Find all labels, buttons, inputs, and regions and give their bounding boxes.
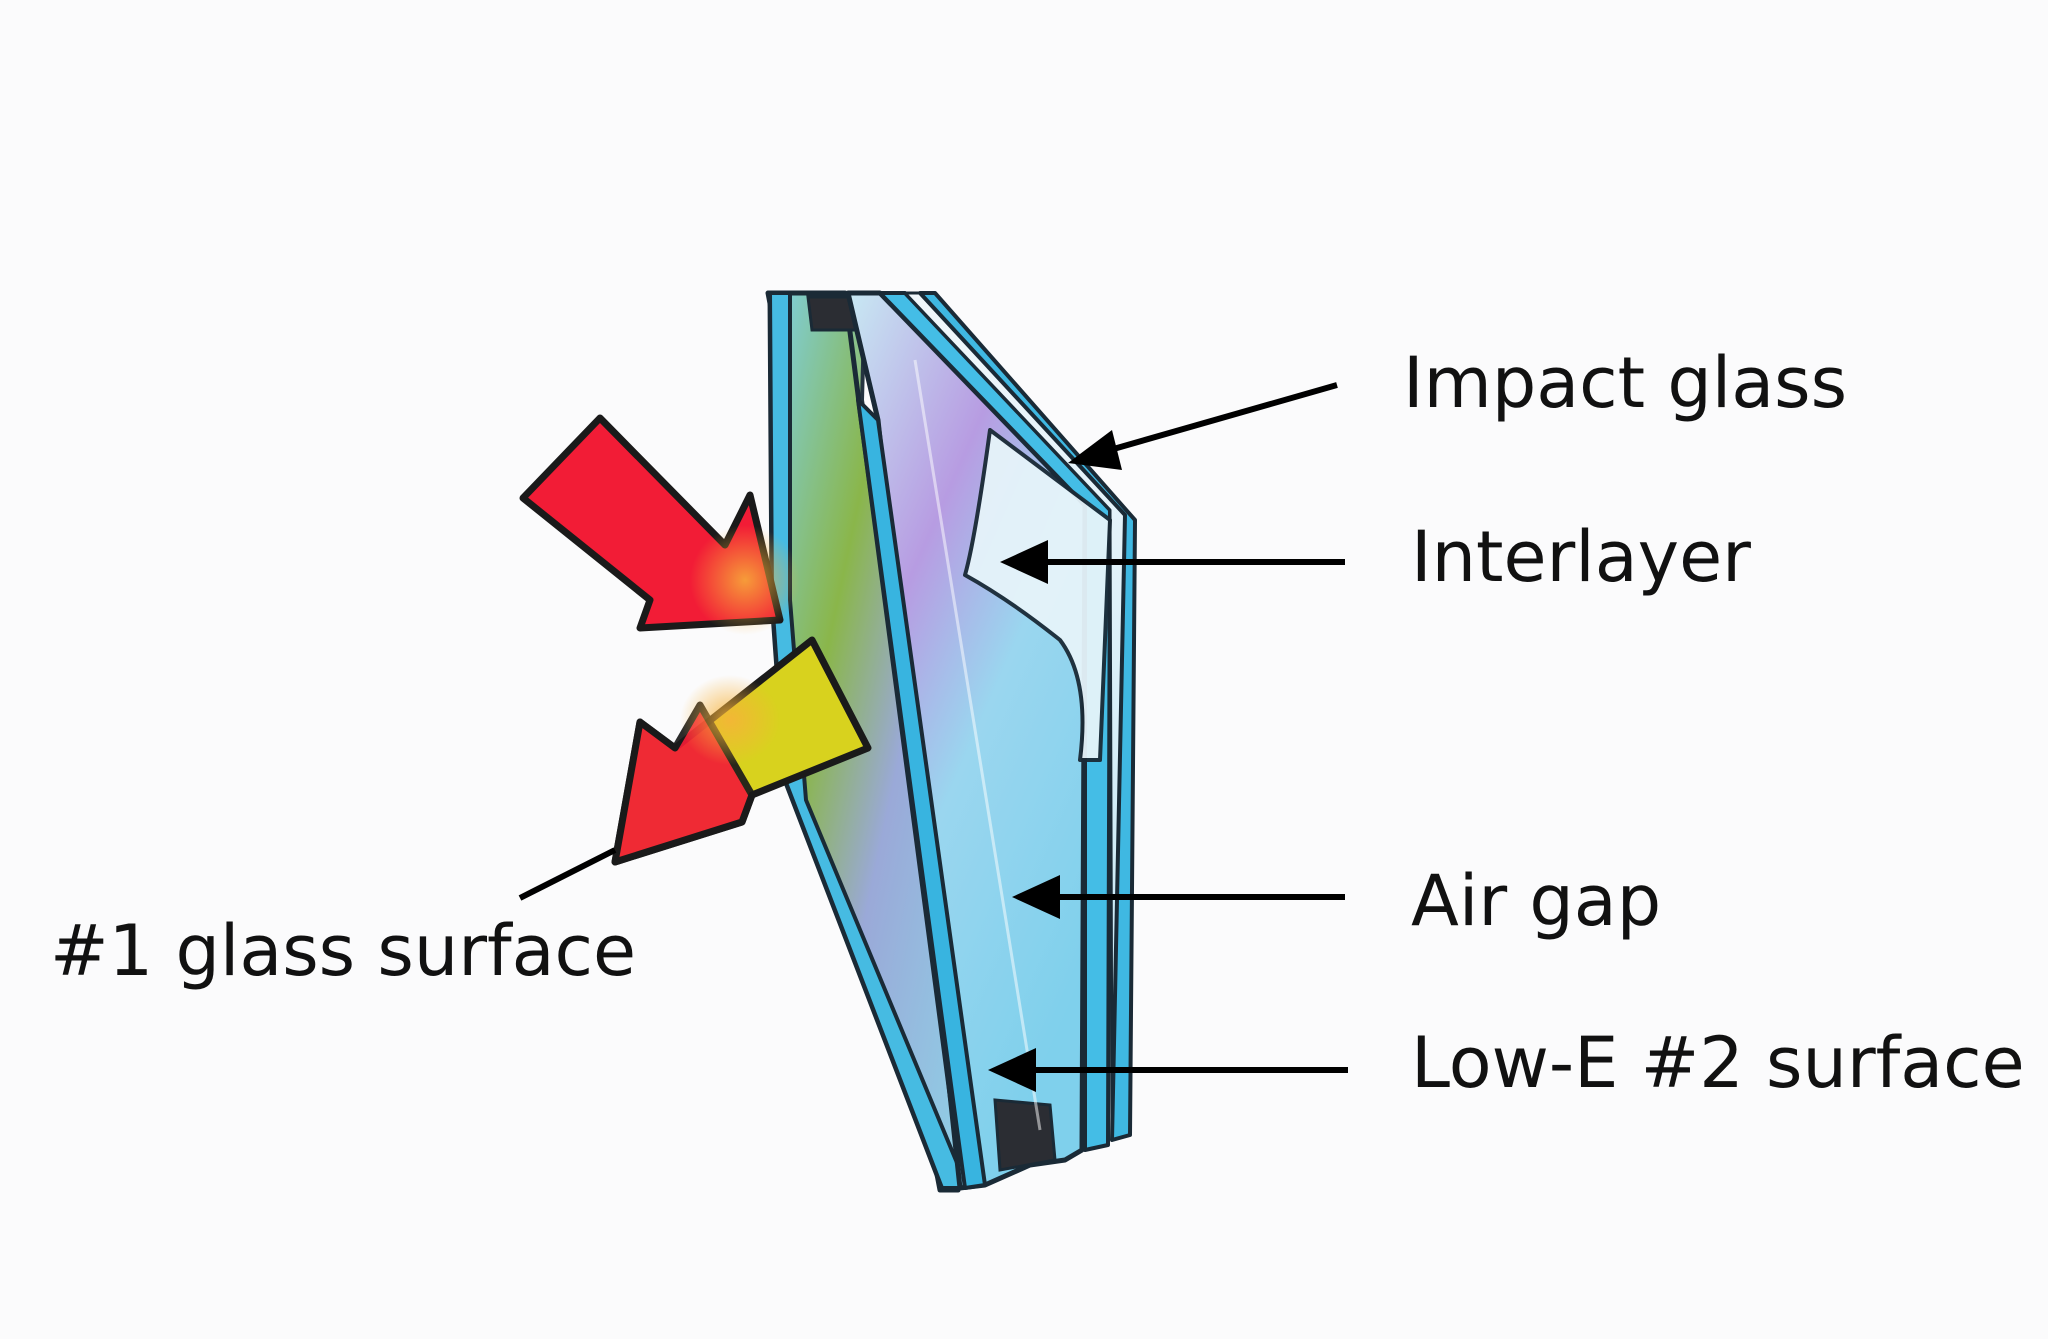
leader-low-e [988, 1048, 1348, 1092]
leader-interlayer [1000, 540, 1345, 584]
label-low-e-surface: Low-E #2 surface [1411, 1022, 2025, 1104]
glass-highlight [913, 359, 1042, 1131]
leader-line-surface1 [518, 847, 617, 901]
leader-air-gap [1012, 875, 1345, 919]
interlayer-peel [963, 428, 1112, 762]
label-air-gap: Air gap [1411, 860, 1662, 942]
leader-impact-glass [1068, 382, 1338, 470]
impact-pane-2 [918, 291, 1137, 1142]
heat-glow-lower [680, 675, 780, 765]
middle-pane-edge [856, 398, 987, 1190]
spacer-bottom [993, 1098, 1057, 1172]
label-interlayer: Interlayer [1411, 516, 1751, 598]
label-glass-surface-1: #1 glass surface [50, 910, 637, 992]
heat-glow-upper [690, 525, 800, 635]
label-impact-glass: Impact glass [1403, 342, 1848, 424]
